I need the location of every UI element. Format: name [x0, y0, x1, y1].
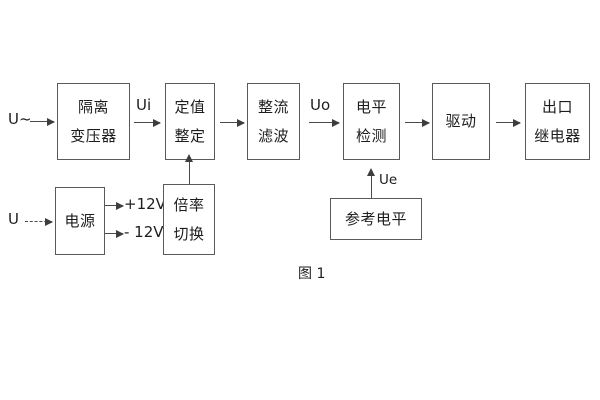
input-ac-label: U~ — [8, 110, 32, 128]
arrow-rectify-filter-to-level-detect — [309, 118, 340, 127]
arrow-multiplier-switch-to-setpoint-adjust — [185, 154, 194, 184]
block-multiplier-switch: 倍率 切换 — [163, 184, 215, 255]
block-reference-level: 参考电平 — [330, 198, 422, 240]
block-rectify-filter-line-2: 滤波 — [257, 126, 289, 145]
figure-caption: 图 1 — [298, 266, 326, 282]
block-level-detect: 电平 检测 — [343, 83, 400, 160]
block-isolation-transformer: 隔离 变压器 — [57, 83, 130, 160]
arrow-input-dc-to-power-supply — [25, 217, 53, 226]
block-power-supply-line-1: 电源 — [64, 211, 96, 230]
block-drive-line-1: 驱动 — [445, 112, 477, 130]
block-output-relay-line-1: 出口 — [541, 97, 573, 116]
signal-ui-label: Ui — [136, 96, 152, 114]
arrow-isolation-transformer-to-setpoint-adjust — [134, 118, 161, 127]
block-setpoint-adjust-line-2: 整定 — [174, 126, 206, 145]
arrow-power-supply-rail-negative — [105, 229, 124, 238]
arrow-input-ac-to-isolation-transformer — [30, 117, 55, 126]
block-output-relay: 出口 继电器 — [525, 83, 590, 160]
block-output-relay-line-2: 继电器 — [534, 126, 581, 145]
rail-negative-label: - 12V — [124, 223, 164, 241]
arrow-power-supply-rail-positive — [105, 201, 124, 210]
block-level-detect-line-2: 检测 — [355, 126, 387, 145]
arrow-level-detect-to-drive — [405, 118, 430, 127]
block-isolation-transformer-line-2: 变压器 — [70, 126, 117, 145]
arrow-drive-to-output-relay — [496, 118, 521, 127]
arrow-setpoint-adjust-to-rectify-filter — [220, 118, 245, 127]
block-setpoint-adjust: 定值 整定 — [165, 83, 215, 160]
block-multiplier-switch-line-1: 倍率 — [173, 195, 205, 214]
block-rectify-filter-line-1: 整流 — [257, 97, 289, 116]
block-level-detect-line-1: 电平 — [355, 97, 387, 116]
block-power-supply: 电源 — [55, 187, 105, 255]
input-dc-label: U — [8, 210, 19, 228]
block-reference-level-line-1: 参考电平 — [344, 209, 407, 228]
block-rectify-filter: 整流 滤波 — [247, 83, 300, 160]
block-drive: 驱动 — [432, 83, 490, 160]
block-multiplier-switch-line-2: 切换 — [173, 224, 205, 243]
rail-positive-label: +12V — [124, 195, 166, 213]
arrow-reference-level-to-level-detect — [367, 168, 376, 198]
signal-ue-label: Ue — [379, 172, 398, 188]
block-isolation-transformer-line-1: 隔离 — [77, 97, 109, 116]
block-setpoint-adjust-line-1: 定值 — [174, 97, 206, 116]
signal-uo-label: Uo — [310, 96, 331, 114]
